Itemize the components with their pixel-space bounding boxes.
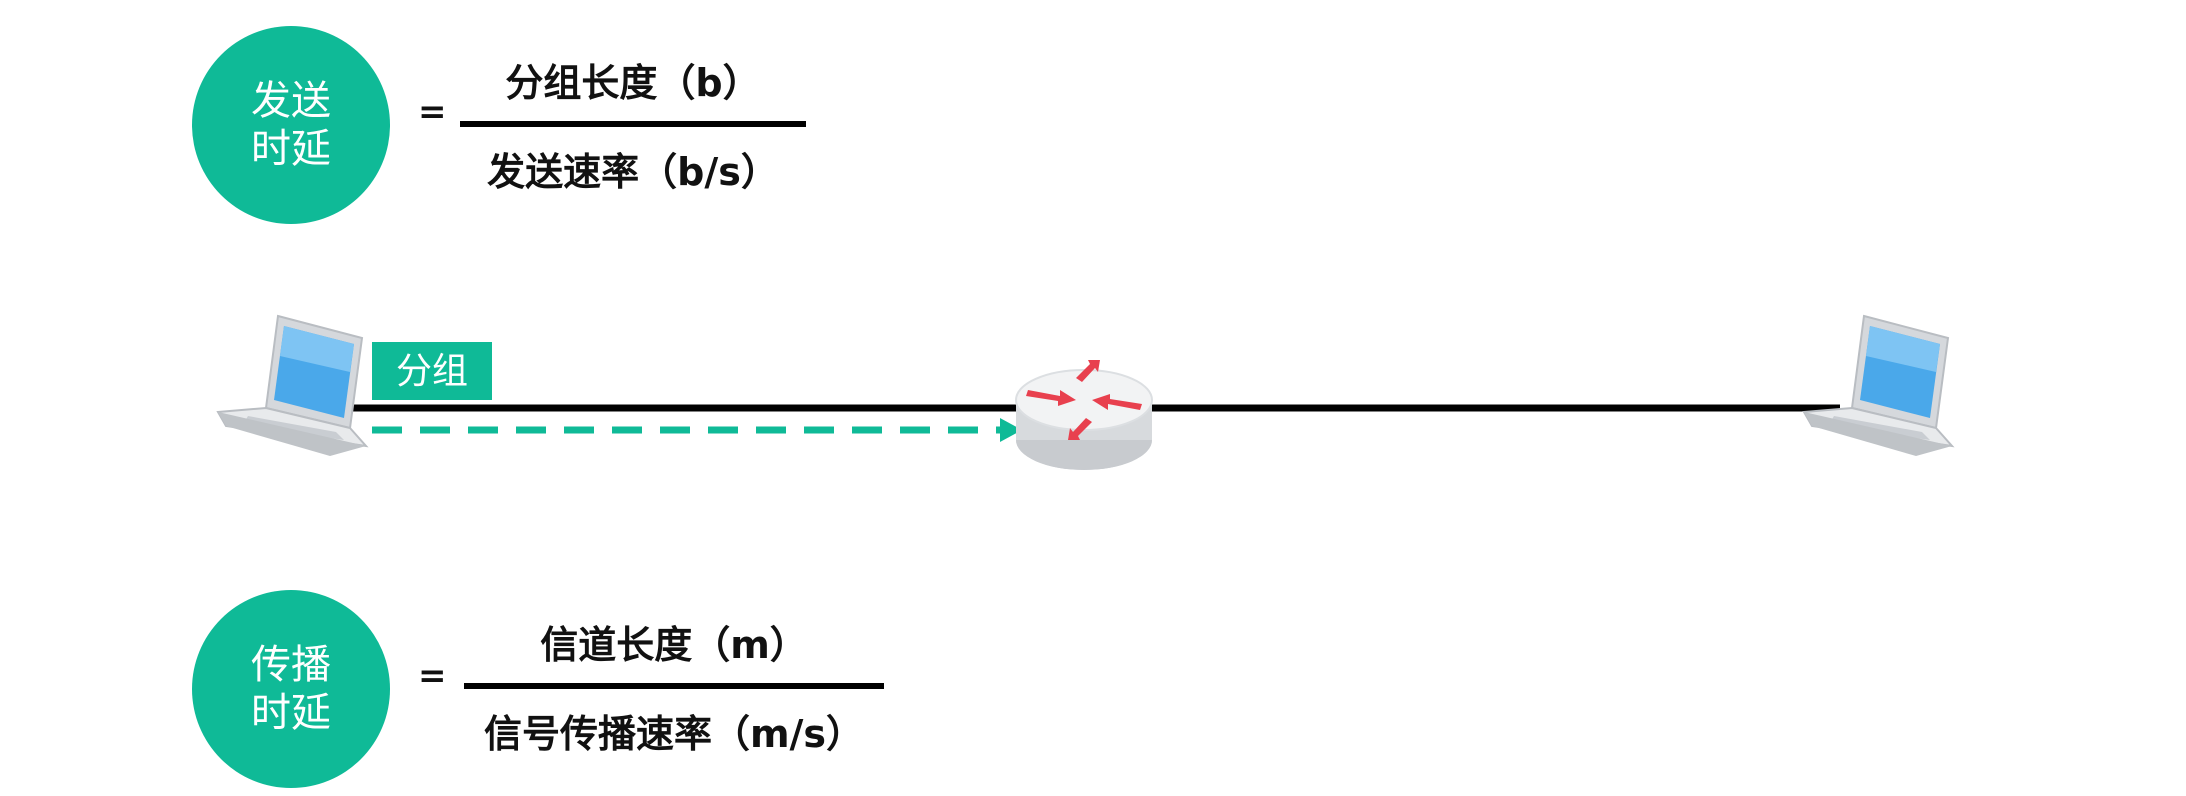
transmission-circle-line1: 发送 [251, 78, 331, 124]
transmission-numerator: 分组长度（b） [505, 61, 761, 105]
propagation-circle-line1: 传播 [251, 642, 331, 688]
propagation-denominator: 信号传播速率（m/s） [483, 712, 865, 756]
propagation-numerator: 信道长度（m） [540, 623, 808, 667]
propagation-fraction: 信道长度（m） 信号传播速率（m/s） [464, 614, 884, 758]
transmission-circle-line2: 时延 [251, 126, 331, 172]
laptop-icon [216, 314, 369, 456]
fraction-bar [460, 121, 806, 127]
transmission-equals-sign: = [418, 92, 447, 132]
packet-arrowhead [1000, 418, 1022, 442]
transmission-delay-circle: 发送 时延 [192, 26, 390, 224]
fraction-bar [464, 683, 884, 689]
propagation-circle-line2: 时延 [251, 690, 331, 736]
router-icon [1015, 360, 1153, 470]
transmission-fraction: 分组长度（b） 发送速率（b/s） [460, 52, 806, 196]
propagation-delay-circle: 传播 时延 [192, 590, 390, 788]
packet-label: 分组 [396, 351, 468, 392]
packet-label-box [372, 342, 492, 400]
laptop-icon [1802, 314, 1955, 456]
transmission-denominator: 发送速率（b/s） [487, 150, 779, 194]
propagation-equals-sign: = [418, 656, 447, 696]
